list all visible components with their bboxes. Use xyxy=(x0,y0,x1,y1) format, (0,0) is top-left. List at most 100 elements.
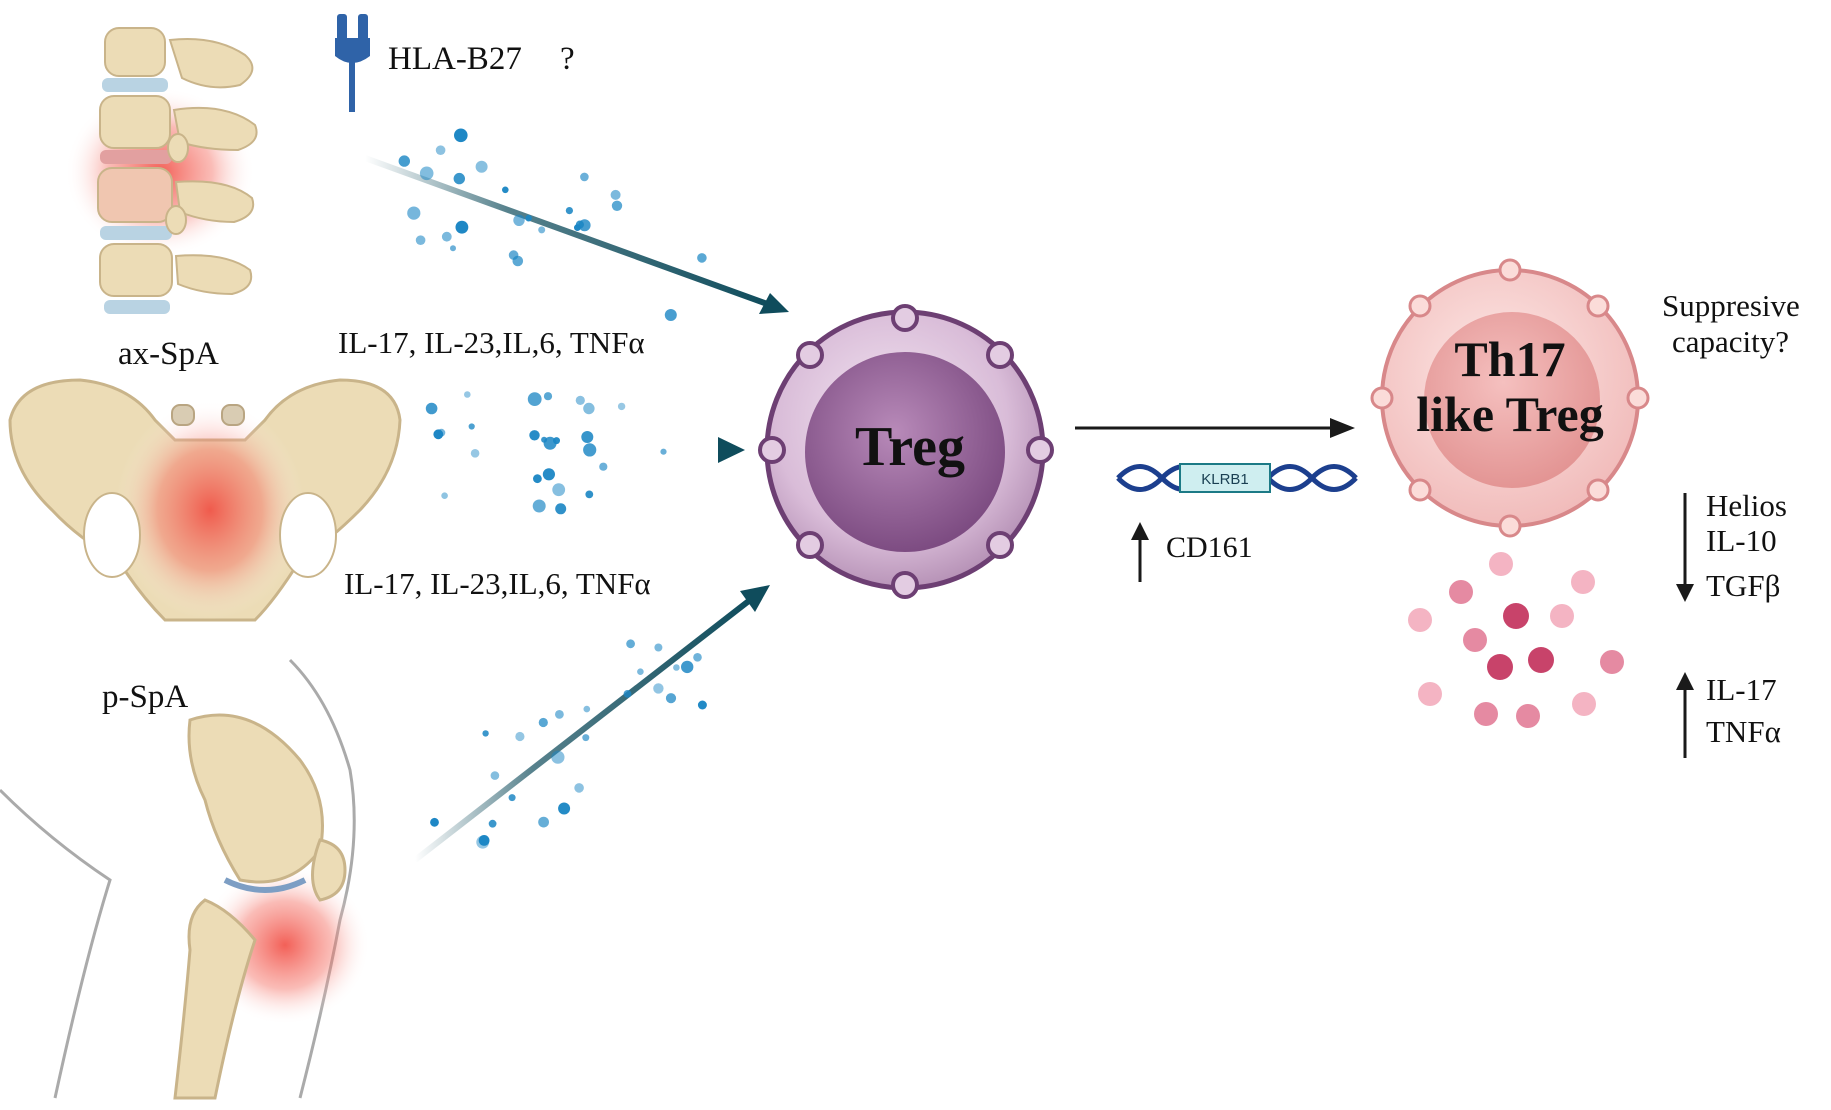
cytokine-dot xyxy=(407,206,421,220)
treg-cell xyxy=(758,304,1054,599)
cytokine-dot xyxy=(555,503,567,515)
cytokine-dot xyxy=(435,145,446,155)
cytokine-arrow-middle xyxy=(410,437,745,463)
cytokine-dot xyxy=(430,817,439,827)
spine-icon xyxy=(65,27,258,314)
cytokine-dot xyxy=(565,207,574,215)
cytokine-dot xyxy=(454,128,468,143)
cytokine-dot xyxy=(470,449,480,458)
cytokine-dot xyxy=(398,155,410,167)
dna-icon: KLRB1 xyxy=(1116,463,1358,493)
cytokine-dot xyxy=(441,231,452,242)
ax-spa-label: ax-SpA xyxy=(118,336,219,372)
tnfa-label: TNFα xyxy=(1706,714,1781,749)
cytokine-dot xyxy=(450,245,456,252)
cytokine-dot xyxy=(697,700,707,710)
cytokine-dot xyxy=(533,474,542,484)
cytokine-dot xyxy=(583,443,597,457)
cytokine-dot xyxy=(532,499,546,513)
decrease-arrow xyxy=(1676,493,1694,602)
cd161-up-arrow xyxy=(1131,522,1149,582)
cytokine-dot xyxy=(502,186,509,194)
suppressive-label-line1: Suppresive xyxy=(1662,288,1800,323)
cytokine-dot xyxy=(599,462,608,471)
klrb1-label: KLRB1 xyxy=(1201,471,1249,488)
treg-label: Treg xyxy=(855,416,965,478)
cytokine-dot xyxy=(419,166,434,181)
cytokine-dot xyxy=(513,214,525,226)
th17-cell xyxy=(1370,258,1650,538)
cytokine-dot xyxy=(543,392,553,401)
cytokine-dot xyxy=(575,395,585,405)
cytokine-dot xyxy=(581,431,594,443)
cytokine-dot xyxy=(538,226,546,234)
tgfb-label: TGFβ xyxy=(1706,568,1781,603)
cytokine-dot xyxy=(665,693,677,704)
cytokine-dot xyxy=(525,214,532,222)
cytokine-dot xyxy=(693,653,702,662)
cytokine-dot xyxy=(580,172,589,182)
cytokine-dot xyxy=(673,664,680,671)
cytokine-dot xyxy=(508,794,516,802)
cytokine-dot xyxy=(515,731,525,742)
pink-cytokines xyxy=(1408,552,1624,728)
cytokine-dot xyxy=(611,200,623,211)
cytokine-dot xyxy=(558,802,571,815)
cytokine-dot xyxy=(654,643,663,652)
p-spa-label: p-SpA xyxy=(102,679,189,715)
cytokine-dot xyxy=(610,189,621,200)
cytokine-dot xyxy=(626,639,635,649)
cytokine-dot xyxy=(551,750,565,764)
cytokine-dot xyxy=(527,392,542,406)
cytokine-dot xyxy=(623,690,632,698)
cytokine-dot xyxy=(585,490,594,499)
cytokine-dot xyxy=(478,835,490,846)
cytokine-dot xyxy=(542,468,556,481)
cytokine-dot xyxy=(574,224,581,232)
cytokine-dot xyxy=(660,448,667,455)
cytokine-dot xyxy=(617,402,626,411)
cytokine-dot xyxy=(583,402,595,415)
cytokine-dot xyxy=(681,660,694,674)
knee-icon xyxy=(0,658,370,1100)
cytokine-dot xyxy=(468,423,475,430)
cytokine-dot xyxy=(538,816,549,828)
il10-label: IL-10 xyxy=(1706,523,1777,558)
suppressive-label-line2: capacity? xyxy=(1672,324,1790,359)
cytokine-dot xyxy=(578,219,591,232)
cytokine-dot xyxy=(425,402,438,415)
cytokine-dot xyxy=(538,717,548,728)
hla-label: HLA-B27 xyxy=(388,41,522,77)
th17-label-line1: Th17 xyxy=(1454,331,1566,387)
cytokine-dot xyxy=(512,255,524,267)
cytokine-arrow-top xyxy=(363,155,789,314)
cytokines-top-label: IL-17, IL-23,IL,6, TNFα xyxy=(338,325,645,360)
cytokine-dot xyxy=(464,391,471,398)
cytokine-dot xyxy=(433,429,444,440)
cytokine-dot xyxy=(555,710,564,719)
cytokine-dot xyxy=(415,235,426,245)
increase-arrow xyxy=(1676,672,1694,758)
transition-arrow xyxy=(1075,418,1355,438)
cytokine-arrow-bottom xyxy=(413,585,770,863)
cytokine-dot xyxy=(482,730,489,737)
cytokine-dot xyxy=(543,436,557,450)
cytokine-dot xyxy=(582,734,590,742)
cytokine-dot xyxy=(653,683,664,694)
cytokine-dot xyxy=(455,220,469,234)
cytokine-dot xyxy=(583,705,591,713)
hla-receptor-icon xyxy=(335,14,370,112)
cytokine-dots xyxy=(398,128,707,849)
cytokine-dot xyxy=(552,483,566,497)
cytokine-dot xyxy=(574,783,584,793)
pelvis-icon xyxy=(8,378,402,622)
cytokine-dot xyxy=(490,771,500,780)
cytokine-dot xyxy=(441,492,448,500)
cytokine-dot xyxy=(453,172,465,185)
cd161-label: CD161 xyxy=(1166,531,1253,564)
cytokine-dot xyxy=(488,819,497,828)
helios-label: Helios xyxy=(1706,488,1787,523)
cytokine-dot xyxy=(529,430,540,441)
